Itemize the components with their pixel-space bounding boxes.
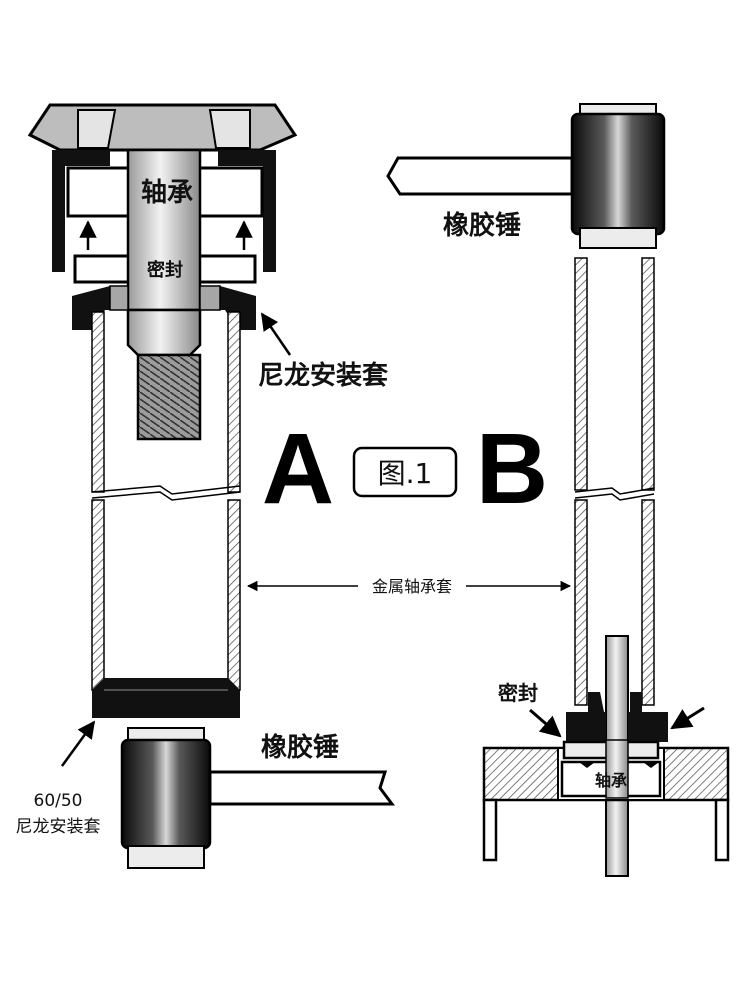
housing-wall-right xyxy=(263,150,276,272)
rubber-hammer-a-head xyxy=(120,738,212,850)
nylon-sleeve-b-left xyxy=(566,712,606,742)
figure-label-frame xyxy=(352,446,458,498)
label-seal-a: 密封 xyxy=(147,259,183,281)
tube-wall-b-left-upper xyxy=(574,257,588,491)
threaded-end xyxy=(136,353,202,441)
tube-wall-a-left-lower xyxy=(91,499,105,691)
panel-a xyxy=(27,103,395,869)
rubber-hammer-a-handle xyxy=(208,770,395,806)
label-a: A xyxy=(262,413,334,525)
shaft xyxy=(126,148,202,312)
panel-b xyxy=(386,103,730,877)
label-seal-b: 密封 xyxy=(498,681,538,705)
housing-cap xyxy=(27,103,298,152)
tube-wall-a-right-upper xyxy=(227,311,241,493)
housing-wall-left xyxy=(52,150,65,272)
tube-wall-a-left-upper xyxy=(91,311,105,493)
label-size-note: 60/50 xyxy=(34,791,83,811)
nylon-sleeve-b-right xyxy=(628,712,668,742)
label-rubber-hammer-a: 橡胶锤 xyxy=(261,732,339,763)
rubber-hammer-b-head xyxy=(570,112,666,236)
label-metal-sleeve: 金属轴承套 xyxy=(372,577,452,596)
rubber-hammer-b-handle xyxy=(386,156,574,196)
figure-label: 图.1 xyxy=(378,457,433,490)
label-bearing-a: 轴承 xyxy=(141,178,193,208)
label-nylon-sleeve: 尼龙安装套 xyxy=(258,361,389,391)
label-rubber-hammer-b: 橡胶锤 xyxy=(443,210,521,241)
label-b: B xyxy=(476,413,548,525)
nylon-sleeve-bottom xyxy=(92,678,240,718)
tube-wall-b-right-upper xyxy=(641,257,655,491)
tube-wall-b-right-lower xyxy=(641,499,655,706)
label-size-note-sleeve: 尼龙安装套 xyxy=(16,817,101,837)
tube-wall-b-left-lower xyxy=(574,499,588,706)
label-bearing-b: 轴承 xyxy=(595,771,627,790)
tube-wall-a-right-lower xyxy=(227,499,241,691)
